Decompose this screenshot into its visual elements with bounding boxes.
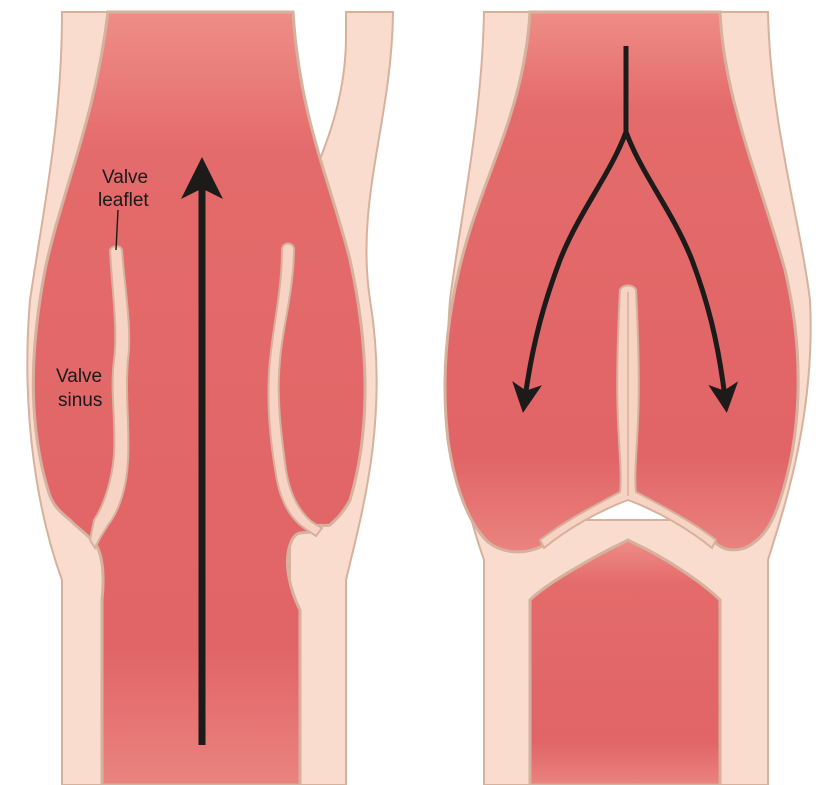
valve-sinus-label-line2: sinus — [58, 390, 102, 411]
right-vein-panel — [445, 12, 811, 785]
valve-leaflet-label-line2: leaflet — [98, 190, 149, 211]
left-vein-panel: Valve leaflet Valve sinus — [27, 12, 393, 785]
valve-sinus-label-line1: Valve — [56, 366, 102, 387]
valve-leaflet-label-line1: Valve — [102, 167, 148, 188]
